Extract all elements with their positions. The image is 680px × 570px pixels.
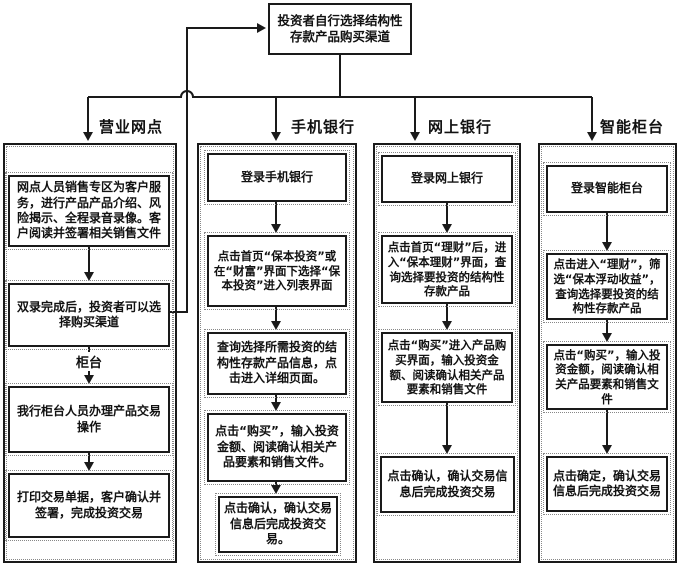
branch-container-smart-counter <box>538 143 677 563</box>
step-box-outlet-2: 双录完成后，投资者可以选择购买渠道 <box>5 280 173 350</box>
step-box-mobile-1: 登录手机银行 <box>204 150 350 205</box>
branch-label-mobile-banking: 手机银行 <box>291 118 356 136</box>
step-box-online-4: 点击确认，确认交易信息后完成投资交易 <box>377 453 518 516</box>
step-box-smartcounter-2: 点击进入“理财”，筛选“保本浮动收益”，查询选择要投资的结构性存款产品 <box>543 250 671 323</box>
branch-container-mobile-banking <box>197 143 357 563</box>
branch-container-online-banking <box>373 143 521 563</box>
step-box-outlet-1: 网点人员销售专区为客户服务，进行产品产品介绍、风险揭示、全程录音录像。客户阅读并… <box>5 172 173 250</box>
step-box-smartcounter-1: 登录智能柜台 <box>543 162 671 216</box>
step-box-mobile-5: 点击确认，确认交易信息后完成投资交易。 <box>215 493 341 556</box>
connector-path <box>87 27 608 487</box>
branch-label-smart-counter: 智能柜台 <box>600 118 665 136</box>
arrowheads <box>83 23 612 494</box>
step-box-mobile-4: 点击“购买”，输入投资金额、阅读确认相关产品要素和销售文件。 <box>204 410 350 485</box>
flow-start-box: 投资者自行选择结构性存款产品购买渠道 <box>268 3 412 55</box>
step-box-mobile-3: 查询选择所需投资的结构性存款产品信息，点击进入详细页面。 <box>204 329 350 398</box>
counter-edge-label: 柜台 <box>66 352 112 371</box>
step-box-smartcounter-4: 点击确定，确认交易信息后完成投资交易 <box>543 453 671 515</box>
branch-label-online-banking: 网上银行 <box>428 118 493 136</box>
step-box-online-1: 登录网上银行 <box>378 152 516 206</box>
step-box-outlet-4: 打印交易单据，客户确认并签署，完成投资交易 <box>5 470 173 541</box>
step-box-mobile-2: 点击首页“保本投资”或在“财富”界面下选择“保本投资”进入列表界面 <box>204 232 350 310</box>
step-box-online-3: 点击“购买”进入产品购买界面，输入投资金额、阅读确认相关产品要素和销售文件 <box>378 329 516 406</box>
branch-label-business-outlet: 营业网点 <box>99 118 164 136</box>
branch-container-business-outlet <box>3 143 177 563</box>
step-box-outlet-3: 我行柜台人员办理产品交易操作 <box>5 383 173 456</box>
step-box-smartcounter-3: 点击“购买”，输入投资金额，阅读确认相关产品要素和销售文件 <box>543 341 671 413</box>
step-box-online-2: 点击首页“理财”后，进入“保本理财”界面，查询选择要投资的结构性存款产品 <box>378 232 516 307</box>
